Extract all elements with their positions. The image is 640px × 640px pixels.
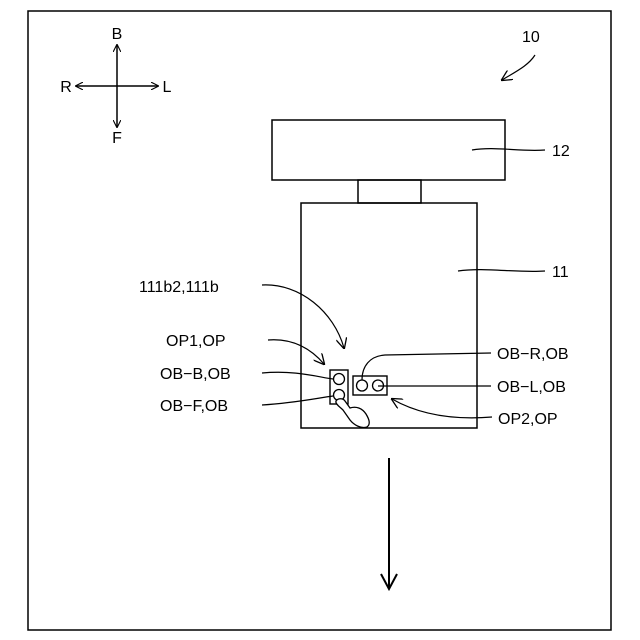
- top-unit: [272, 120, 505, 180]
- op1-leader: [268, 340, 324, 364]
- connector: [358, 180, 421, 203]
- compass-right-label: R: [60, 79, 72, 96]
- ob-f-leader: [262, 396, 333, 405]
- compass-back-label: B: [112, 26, 123, 43]
- top-unit-ref-label: 12: [552, 143, 570, 160]
- ob-r-label: OB−R,OB: [497, 346, 569, 363]
- ob-b-button: [334, 374, 345, 385]
- part-ref-label: 111b2,111b: [139, 279, 219, 296]
- main-body-leader: [458, 270, 545, 272]
- top-unit-leader: [472, 149, 545, 151]
- part-ref-leader: [262, 285, 344, 348]
- device-ref-label: 10: [522, 29, 540, 46]
- ob-b-leader: [262, 372, 333, 379]
- figure-frame: [28, 11, 611, 630]
- direction-compass: B F R L: [60, 26, 171, 147]
- op2-label: OP2,OP: [498, 411, 558, 428]
- compass-front-label: F: [112, 130, 122, 147]
- ob-b-label: OB−B,OB: [160, 366, 231, 383]
- ob-r-button: [357, 380, 368, 391]
- ob-l-label: OB−L,OB: [497, 379, 566, 396]
- ob-f-label: OB−F,OB: [160, 398, 228, 415]
- compass-left-label: L: [163, 79, 172, 96]
- device-ref-leader: [502, 55, 535, 80]
- main-body-ref-label: 11: [552, 264, 569, 281]
- op1-label: OP1,OP: [166, 333, 226, 350]
- hand-finger-icon: [336, 399, 369, 428]
